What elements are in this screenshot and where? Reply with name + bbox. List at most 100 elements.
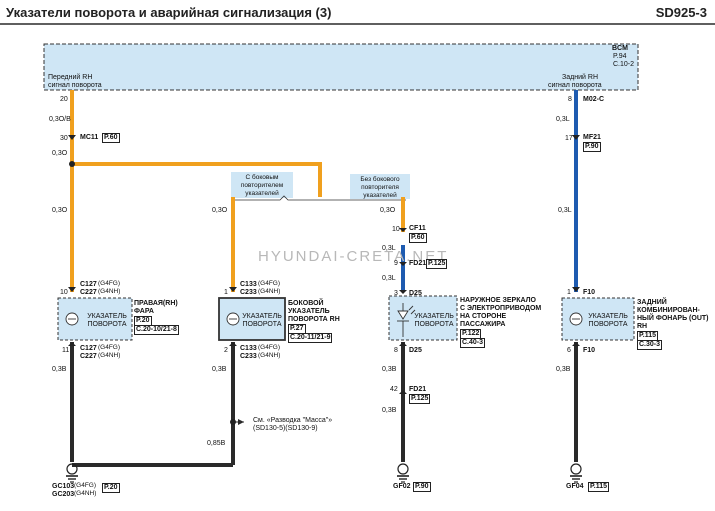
- headlamp-name1: ПРАВАЯ(RH): [134, 300, 178, 307]
- pin-8: 8: [568, 96, 572, 103]
- connector-marks: [68, 135, 580, 394]
- conn-c227-bot: C227: [80, 353, 97, 360]
- ground-note-2: (SD130-5)(SD130-9): [253, 425, 318, 432]
- conn-f10a: F10: [583, 289, 596, 296]
- wire-label: 0,3B: [212, 366, 227, 373]
- note-box-without-repeater: [350, 174, 410, 199]
- conn-c127-bot-v: (G4FG): [98, 344, 121, 351]
- gnd-gf04-ref: P.115: [588, 482, 610, 492]
- gnd-gf04: GF04: [566, 483, 584, 490]
- rear-lamp-label: УКАЗАТЕЛЬ: [588, 313, 628, 320]
- pin-3: 3: [394, 290, 398, 297]
- wire-label: 0,3B: [556, 366, 571, 373]
- page-title: Указатели поворота и аварийная сигнализа…: [6, 5, 332, 20]
- mirror-name4: ПАССАЖИРА: [460, 321, 506, 328]
- signal-left-1: Передний RH: [48, 74, 93, 81]
- pin-1: 1: [224, 289, 228, 296]
- headlamp-name2: ФАРА: [134, 308, 154, 315]
- conn-fd21a-ref: P.125: [426, 259, 448, 269]
- wire-label: 0,3O: [212, 207, 228, 214]
- conn-mc11-ref: P.60: [102, 133, 120, 143]
- wire-label: 0,3B: [382, 366, 397, 373]
- conn-c133-top: C133: [240, 281, 257, 288]
- conn-c133-top-v: (G4FG): [258, 280, 281, 287]
- wire-label: 0,3L: [382, 275, 396, 282]
- pin-1: 1: [567, 289, 571, 296]
- rear-ref2: C.30-3: [637, 340, 663, 350]
- bcm-name: BCM: [612, 45, 628, 52]
- conn-c127-top-v: (G4FG): [98, 280, 121, 287]
- black-wires: [70, 342, 578, 467]
- splice-dot: [69, 161, 75, 167]
- side-lamp-label: УКАЗАТЕЛЬ: [242, 313, 282, 320]
- rear-name1: ЗАДНИЙ: [637, 299, 667, 306]
- side-name2: УКАЗАТЕЛЬ: [288, 308, 330, 315]
- conn-fd21a: FD21: [409, 260, 427, 267]
- gnd-gc-ref: P.20: [102, 483, 120, 493]
- mirror-lamp-label: УКАЗАТЕЛЬ: [414, 313, 454, 320]
- rear-name2: КОМБИНИРОВАН-: [637, 307, 700, 314]
- gnd-gc203-v: (G4NH): [74, 490, 97, 497]
- conn-mf21: MF21: [583, 134, 601, 141]
- headlamp-lamp-label2: ПОВОРОТА: [87, 321, 127, 328]
- conn-c133-bot-v: (G4FG): [258, 344, 281, 351]
- mirror-name1: НАРУЖНОЕ ЗЕРКАЛО: [460, 297, 536, 304]
- pin-11: 11: [62, 347, 70, 354]
- ground-icons: [66, 463, 582, 483]
- conn-mf21-ref: P.90: [583, 142, 601, 152]
- pin-30: 30: [60, 135, 68, 142]
- wire-label: 0,3O: [52, 150, 68, 157]
- orange-wires: [70, 100, 405, 292]
- pin-8: 8: [394, 347, 398, 354]
- mirror-name3: НА СТОРОНЕ: [460, 313, 507, 320]
- pin-20: 20: [60, 96, 68, 103]
- gnd-gc103-v: (G4FG): [74, 482, 97, 489]
- conn-mc11: MC11: [80, 134, 99, 141]
- wire-label: 0,3B: [52, 366, 67, 373]
- side-name3: ПОВОРОТА RH: [288, 316, 340, 323]
- conn-c133-bot: C133: [240, 345, 257, 352]
- conn-fd21b: FD21: [409, 386, 427, 393]
- bcm-box: [43, 43, 639, 91]
- conn-c127-bot: C127: [80, 345, 97, 352]
- wire-label: 0,3O: [52, 207, 68, 214]
- conn-d25b: D25: [409, 347, 422, 354]
- mirror-ref2: C.40-3: [460, 338, 486, 348]
- pin-6: 6: [567, 347, 571, 354]
- conn-c227-top: C227: [80, 289, 97, 296]
- headlamp-lamp-label: УКАЗАТЕЛЬ: [87, 313, 127, 320]
- headlamp-ref2: C.20-10/21-8: [134, 325, 179, 335]
- side-lamp-label2: ПОВОРОТА: [242, 321, 282, 328]
- wire-label: 0,3O: [380, 207, 396, 214]
- rear-name3: НЫЙ ФОНАРЬ (OUT): [637, 315, 709, 322]
- pin-10: 10: [392, 226, 400, 233]
- mirror-box: [388, 295, 458, 341]
- blue-wires: [401, 100, 578, 292]
- conn-c233-bot-v: (G4NH): [258, 352, 281, 359]
- splice-dot: [230, 419, 236, 425]
- wire-label: 0,3B: [382, 407, 397, 414]
- conn-c233-bot: C233: [240, 353, 257, 360]
- conn-c127-top: C127: [80, 281, 97, 288]
- conn-fd21b-ref: P.125: [409, 394, 431, 404]
- bcm-ref2: C.10-2: [613, 61, 635, 68]
- conn-m02c: M02-C: [583, 96, 605, 103]
- side-name1: БОКОВОЙ: [288, 300, 324, 307]
- pin-42: 42: [390, 386, 398, 393]
- side-ref2: C.20-11/21-9: [288, 333, 333, 343]
- conn-c233-top: C233: [240, 289, 257, 296]
- watermark: HYUNDAI-CRETA.NET: [258, 248, 449, 265]
- pin-9: 9: [394, 260, 398, 267]
- rear-name4: RH: [637, 323, 648, 330]
- conn-c233-top-v: (G4NH): [258, 288, 281, 295]
- wire-label: 0,3O/B: [49, 116, 71, 123]
- wire-label: 0,3L: [382, 245, 396, 252]
- pin-10: 10: [60, 289, 68, 296]
- conn-cf11: CF11: [409, 225, 426, 232]
- conn-f10b: F10: [583, 347, 596, 354]
- conn-c227-bot-v: (G4NH): [98, 352, 121, 359]
- bcm-ref1: P.94: [613, 53, 627, 60]
- led-icon: [397, 303, 416, 337]
- bracket-line: [231, 195, 406, 201]
